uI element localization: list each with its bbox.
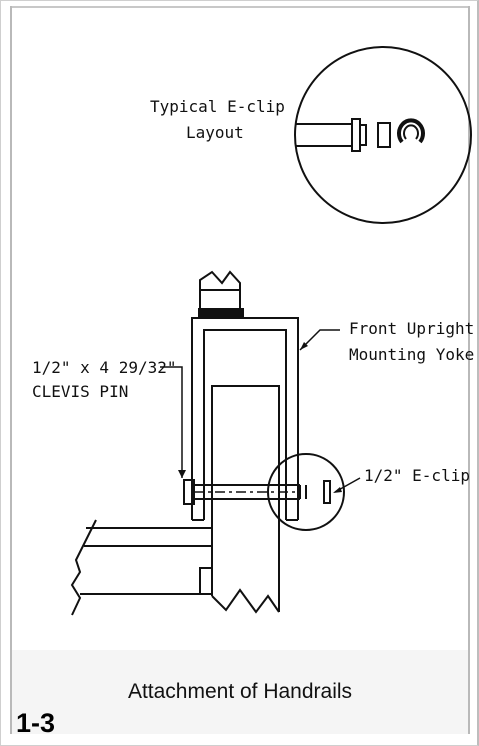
- weld-bead: [198, 308, 244, 318]
- detail-label-line1: Typical E-clip: [150, 97, 285, 116]
- handrail-stub: [198, 270, 244, 318]
- figure-number: 1-3: [16, 708, 56, 738]
- mounting-yoke: [191, 317, 299, 521]
- detail-circle: [294, 46, 472, 224]
- yoke-callout-line1: Front Upright: [349, 319, 474, 338]
- pin-callout-line1: 1/2" x 4 29/32": [32, 358, 177, 377]
- clevis-pin: [183, 479, 331, 505]
- top-rule: [10, 6, 470, 8]
- eclip-detail-view: Typical E-clip Layout: [150, 46, 472, 224]
- detail-pin-end: [359, 124, 367, 146]
- eclip-detail-circle: [267, 453, 345, 531]
- caption-band: [12, 650, 468, 734]
- handrail-tube: [70, 519, 213, 616]
- detail-pin-groove: [351, 118, 361, 152]
- eclip-side-view: [323, 480, 331, 504]
- detail-eclip-front: [397, 118, 425, 144]
- detail-label-line2: Layout: [186, 123, 244, 142]
- yoke-callout-line2: Mounting Yoke: [349, 345, 474, 364]
- right-rule: [468, 6, 470, 734]
- detail-eclip-side: [377, 122, 391, 148]
- eclip-callout: 1/2" E-clip: [364, 466, 470, 485]
- leader-lines: [160, 329, 361, 493]
- figure-caption: Attachment of Handrails: [127, 680, 353, 703]
- pin-callout-line2: CLEVIS PIN: [32, 382, 128, 401]
- left-rule: [10, 6, 12, 734]
